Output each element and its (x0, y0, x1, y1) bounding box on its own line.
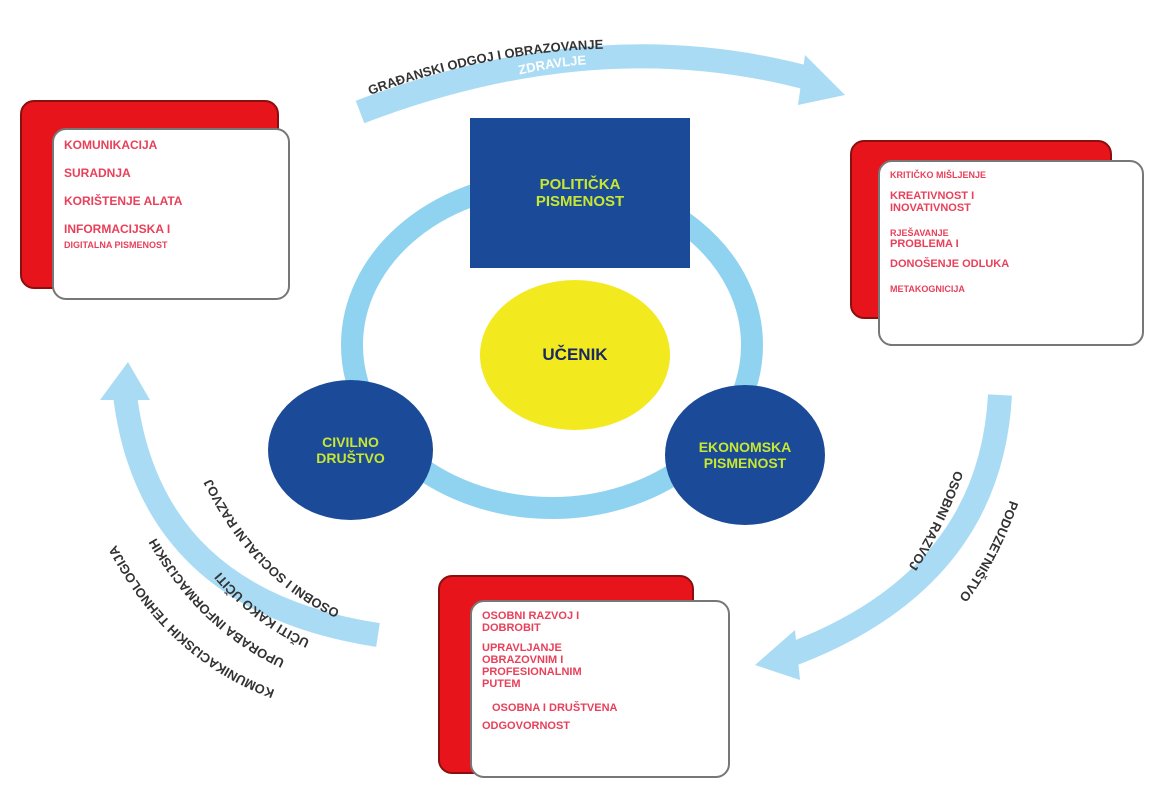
card-item: KRITIČKO MIŠLJENJE (890, 170, 987, 180)
card-item: OBRAZOVNIM I (482, 654, 564, 666)
box-label: POLITIČKA PISMENOST (535, 176, 625, 210)
left-arrow (113, 393, 380, 647)
top-arrow (355, 44, 819, 124)
right-arrow (785, 394, 1012, 667)
ucenik-ellipse: UČENIK (480, 280, 670, 430)
card-item: DIGITALNA PISMENOST (64, 240, 168, 250)
card-item: RJEŠAVANJE (890, 228, 949, 238)
card-item: KORIŠTENJE ALATA (64, 194, 183, 208)
card-item: INFORMACIJSKA I (64, 222, 171, 236)
bottom-card: OSOBNI RAZVOJ I DOBROBIT UPRAVLJANJE OBR… (470, 600, 730, 778)
circle-label: EKONOMSKA PISMENOST (698, 439, 792, 471)
card-item: OSOBNI RAZVOJ I (482, 610, 580, 622)
card-item: KOMUNIKACIJA (64, 138, 158, 152)
center-label: UČENIK (542, 345, 608, 364)
right-card: KRITIČKO MIŠLJENJE KREATIVNOST I INOVATI… (878, 160, 1144, 346)
card-item: INOVATIVNOST (890, 202, 971, 214)
card-item: UPRAVLJANJE (482, 642, 562, 654)
card-item: KREATIVNOST I (890, 190, 975, 202)
left-arrowhead (100, 362, 150, 400)
card-item: SURADNJA (64, 166, 131, 180)
civilno-drustvo-circle: CIVILNO DRUŠTVO (268, 380, 433, 520)
card-item: ODGOVORNOST (482, 720, 571, 732)
card-item: DONOŠENJE ODLUKA (890, 258, 1010, 270)
ekonomska-pismenost-circle: EKONOMSKA PISMENOST (665, 385, 825, 525)
card-item: PUTEM (482, 678, 521, 690)
card-item: DOBROBIT (482, 622, 541, 634)
card-item: OSOBNA I DRUŠTVENA (492, 702, 618, 714)
card-item: METAKOGNICIJA (890, 284, 965, 294)
left-card: KOMUNIKACIJA SURADNJA KORIŠTENJE ALATA I… (52, 128, 290, 300)
circle-label: CIVILNO DRUŠTVO (316, 434, 385, 466)
right-arrowhead (755, 630, 800, 680)
top-arrowhead (798, 55, 845, 105)
arrow-label: KOMUNIKACIJSKIH TEHNOLOGIJA (105, 543, 276, 702)
politicka-pismenost-box: POLITIČKA PISMENOST (470, 118, 690, 268)
card-item: PROFESIONALNIM (482, 666, 582, 678)
card-item: PROBLEMA I (890, 238, 959, 250)
